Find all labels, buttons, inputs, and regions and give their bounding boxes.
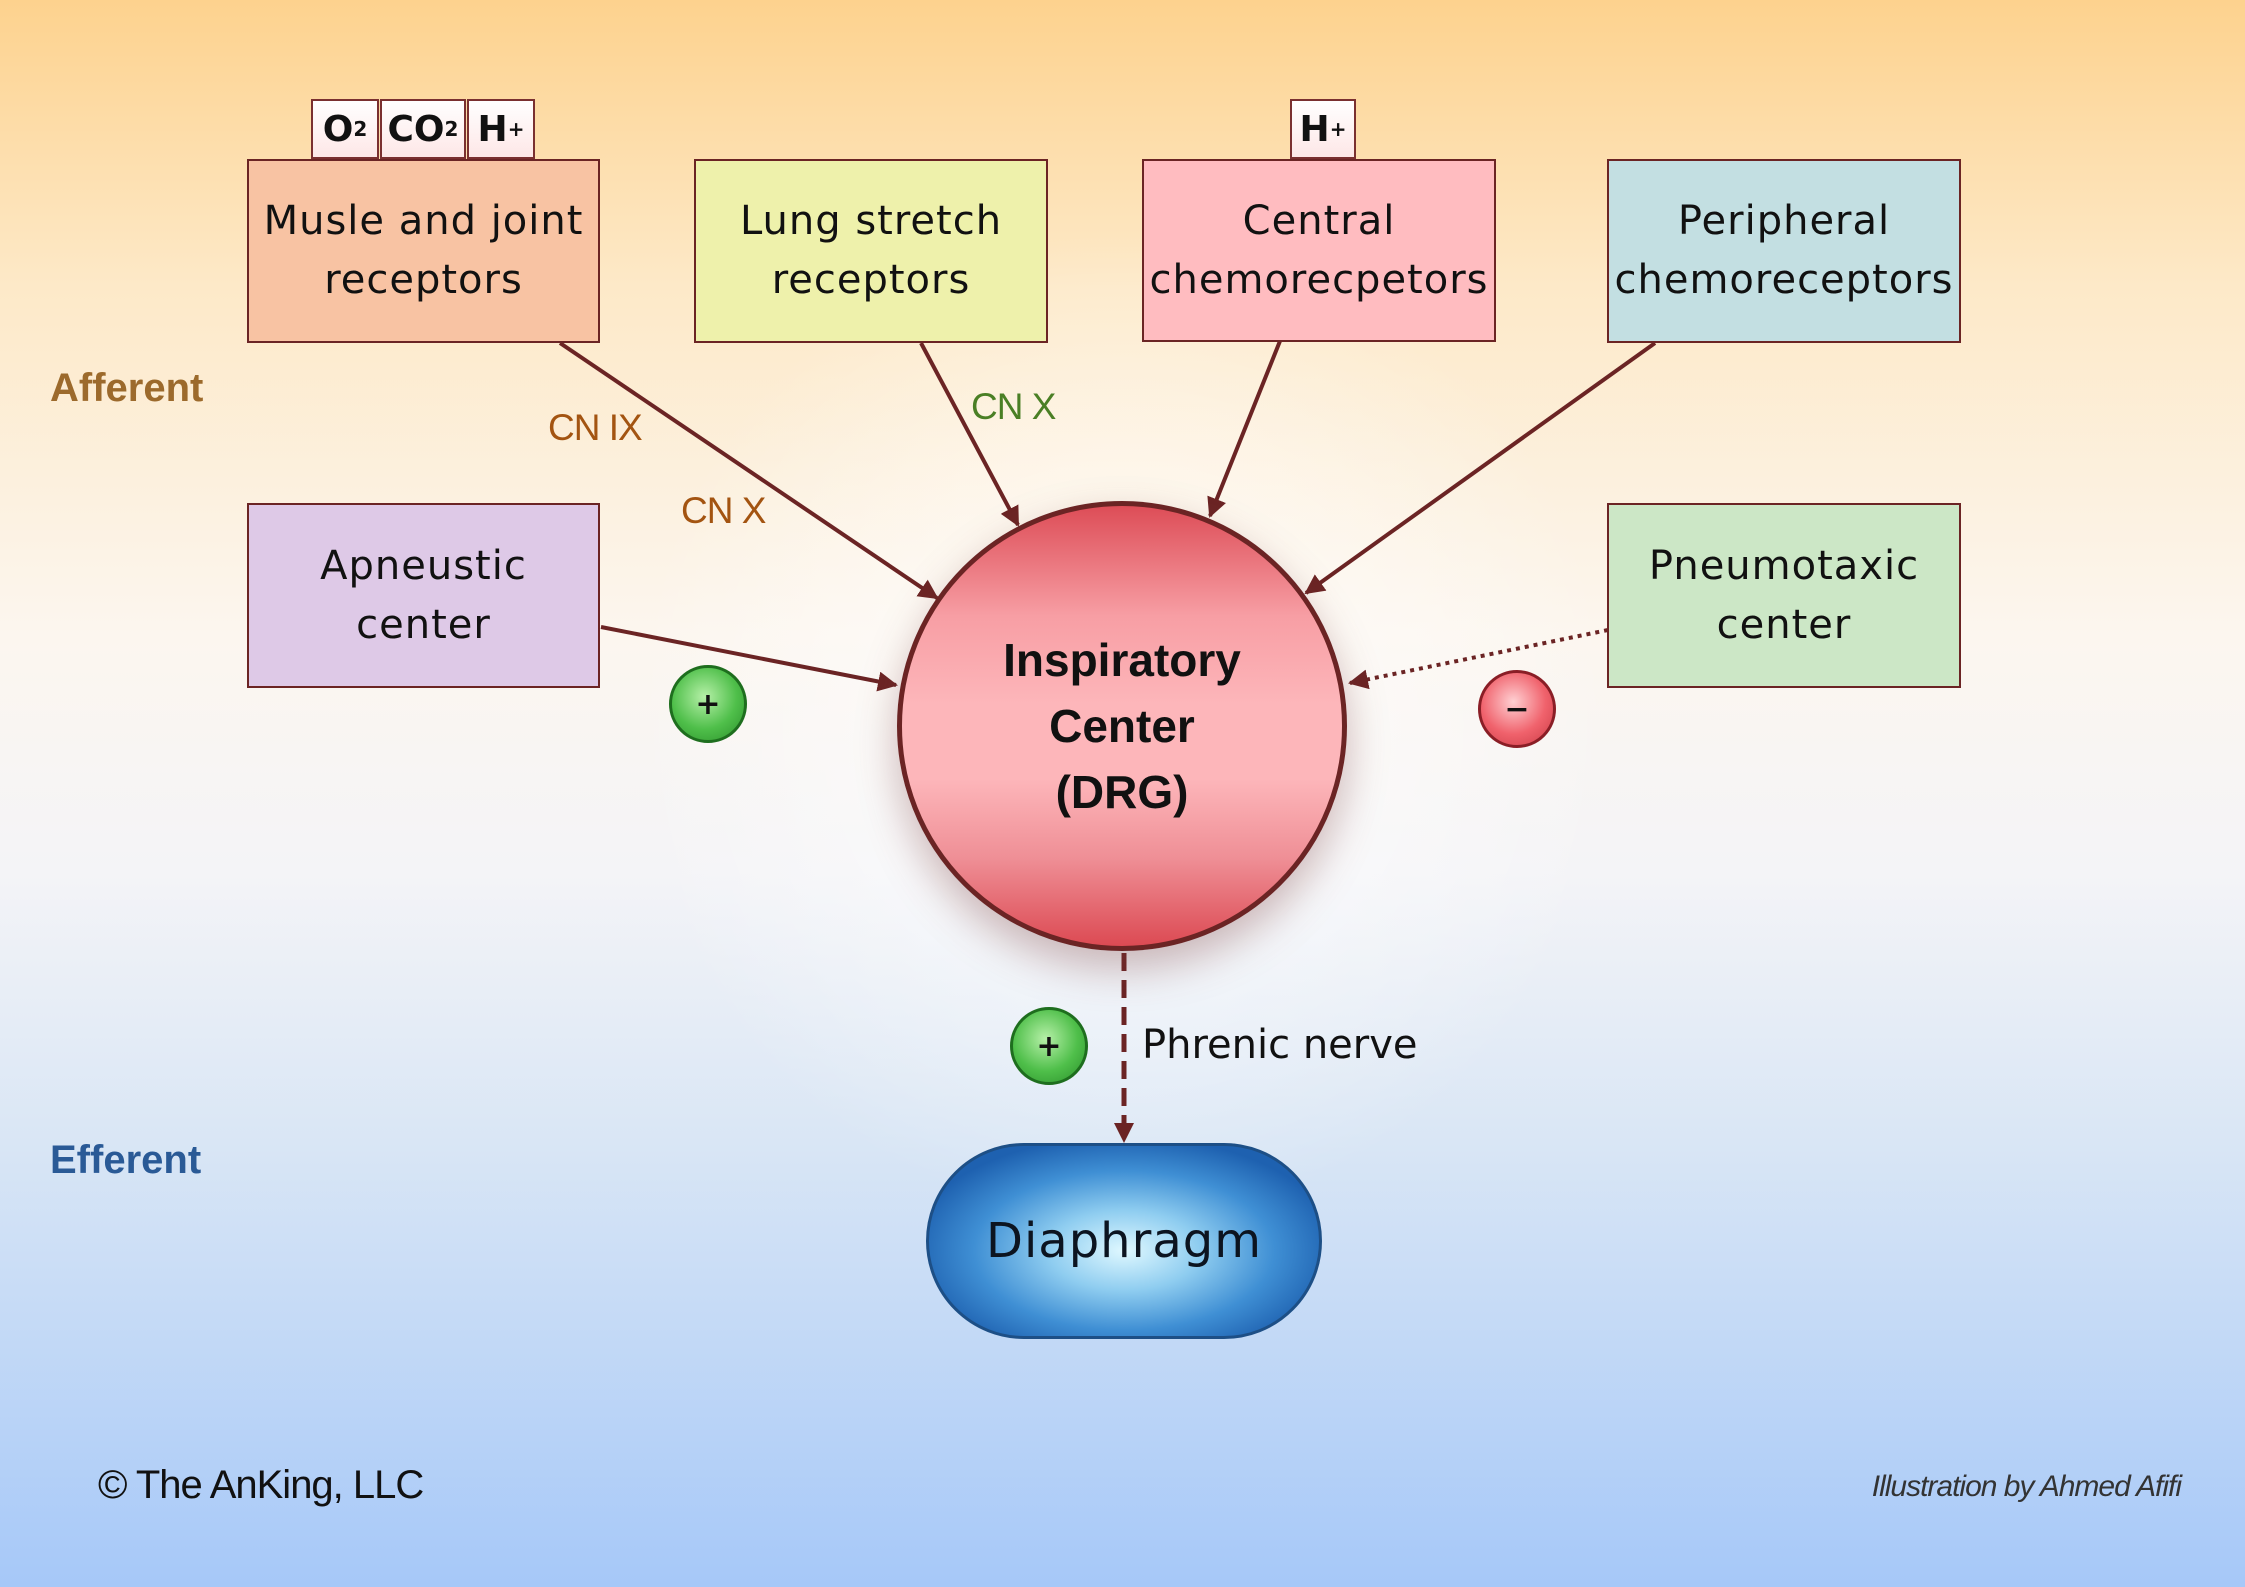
lung-stretch-line2: receptors bbox=[771, 257, 971, 303]
pneumotaxic-center-box: Pneumotaxic center bbox=[1607, 503, 1961, 688]
pneumotaxic-line2: center bbox=[1716, 601, 1852, 648]
arrow-apneustic-to-center bbox=[600, 625, 898, 692]
lung-stretch-line1: Lung stretch bbox=[739, 198, 1003, 244]
pneumotaxic-line1: Pneumotaxic bbox=[1648, 542, 1920, 589]
central-chemo-line2: chemorecpetors bbox=[1149, 256, 1489, 303]
center-line1: Inspiratory bbox=[1003, 634, 1241, 686]
apneustic-line2: center bbox=[356, 601, 491, 648]
pneumotaxic-minus-sign: − bbox=[1478, 670, 1556, 748]
peripheral-chemo-line2: chemoreceptors bbox=[1614, 257, 1954, 303]
cn-x-left-label: CN X bbox=[681, 490, 766, 531]
illustration-credit: Illustration by Ahmed Afifi bbox=[1871, 1470, 2182, 1503]
co2-chip-sub: 2 bbox=[444, 117, 459, 141]
cn-x-lung-label: CN X bbox=[971, 386, 1056, 427]
phrenic-plus-sign: + bbox=[1010, 1007, 1088, 1085]
lung-stretch-receptors-box: Lung stretch receptors bbox=[694, 159, 1048, 343]
h-chip-left-base: H bbox=[477, 108, 508, 150]
h-chip-left-sup: + bbox=[507, 117, 525, 141]
arrow-muscle-to-center bbox=[558, 341, 939, 600]
cn-ix-label: CN IX bbox=[548, 407, 643, 448]
muscle-joint-receptors-box: Musle and joint receptors bbox=[247, 159, 600, 343]
arrow-peripheral-to-center bbox=[1304, 341, 1657, 595]
h-chip-right-base: H bbox=[1299, 108, 1330, 150]
peripheral-chemo-line1: Peripheral bbox=[1677, 198, 1891, 244]
co2-chip-base: CO bbox=[387, 108, 445, 150]
center-line2: Center bbox=[1049, 700, 1195, 752]
h-chip-right-sup: + bbox=[1329, 117, 1347, 141]
apneustic-center-box: Apneustic center bbox=[247, 503, 600, 688]
diaphragm-pill: Diaphragm bbox=[926, 1143, 1322, 1339]
h-plus-chip-left: H+ bbox=[467, 99, 535, 159]
copyright-text: © The AnKing, LLC bbox=[98, 1463, 424, 1507]
efferent-label: Efferent bbox=[50, 1138, 202, 1182]
arrow-pneumotaxic-to-center bbox=[1348, 628, 1609, 690]
o2-chip-base: O bbox=[322, 108, 354, 150]
inspiratory-center-circle: Inspiratory Center (DRG) bbox=[897, 501, 1347, 951]
phrenic-nerve-label: Phrenic nerve bbox=[1142, 1022, 1418, 1068]
h-plus-chip-right: H+ bbox=[1290, 99, 1356, 159]
central-chemo-line1: Central bbox=[1242, 197, 1396, 244]
peripheral-chemoreceptors-box: Peripheral chemoreceptors bbox=[1607, 159, 1961, 343]
arrow-lung-to-center bbox=[919, 342, 1020, 527]
apneustic-plus-sign: + bbox=[669, 665, 747, 743]
apneustic-line1: Apneustic bbox=[320, 542, 527, 589]
center-line3: (DRG) bbox=[1055, 766, 1189, 818]
muscle-joint-line2: receptors bbox=[324, 257, 523, 303]
arrow-central-to-center bbox=[1207, 340, 1282, 518]
muscle-joint-line1: Musle and joint bbox=[263, 198, 584, 244]
o2-chip-sub: 2 bbox=[353, 117, 368, 141]
central-chemoreceptors-box: Central chemorecpetors bbox=[1142, 159, 1496, 342]
afferent-label: Afferent bbox=[50, 366, 204, 410]
